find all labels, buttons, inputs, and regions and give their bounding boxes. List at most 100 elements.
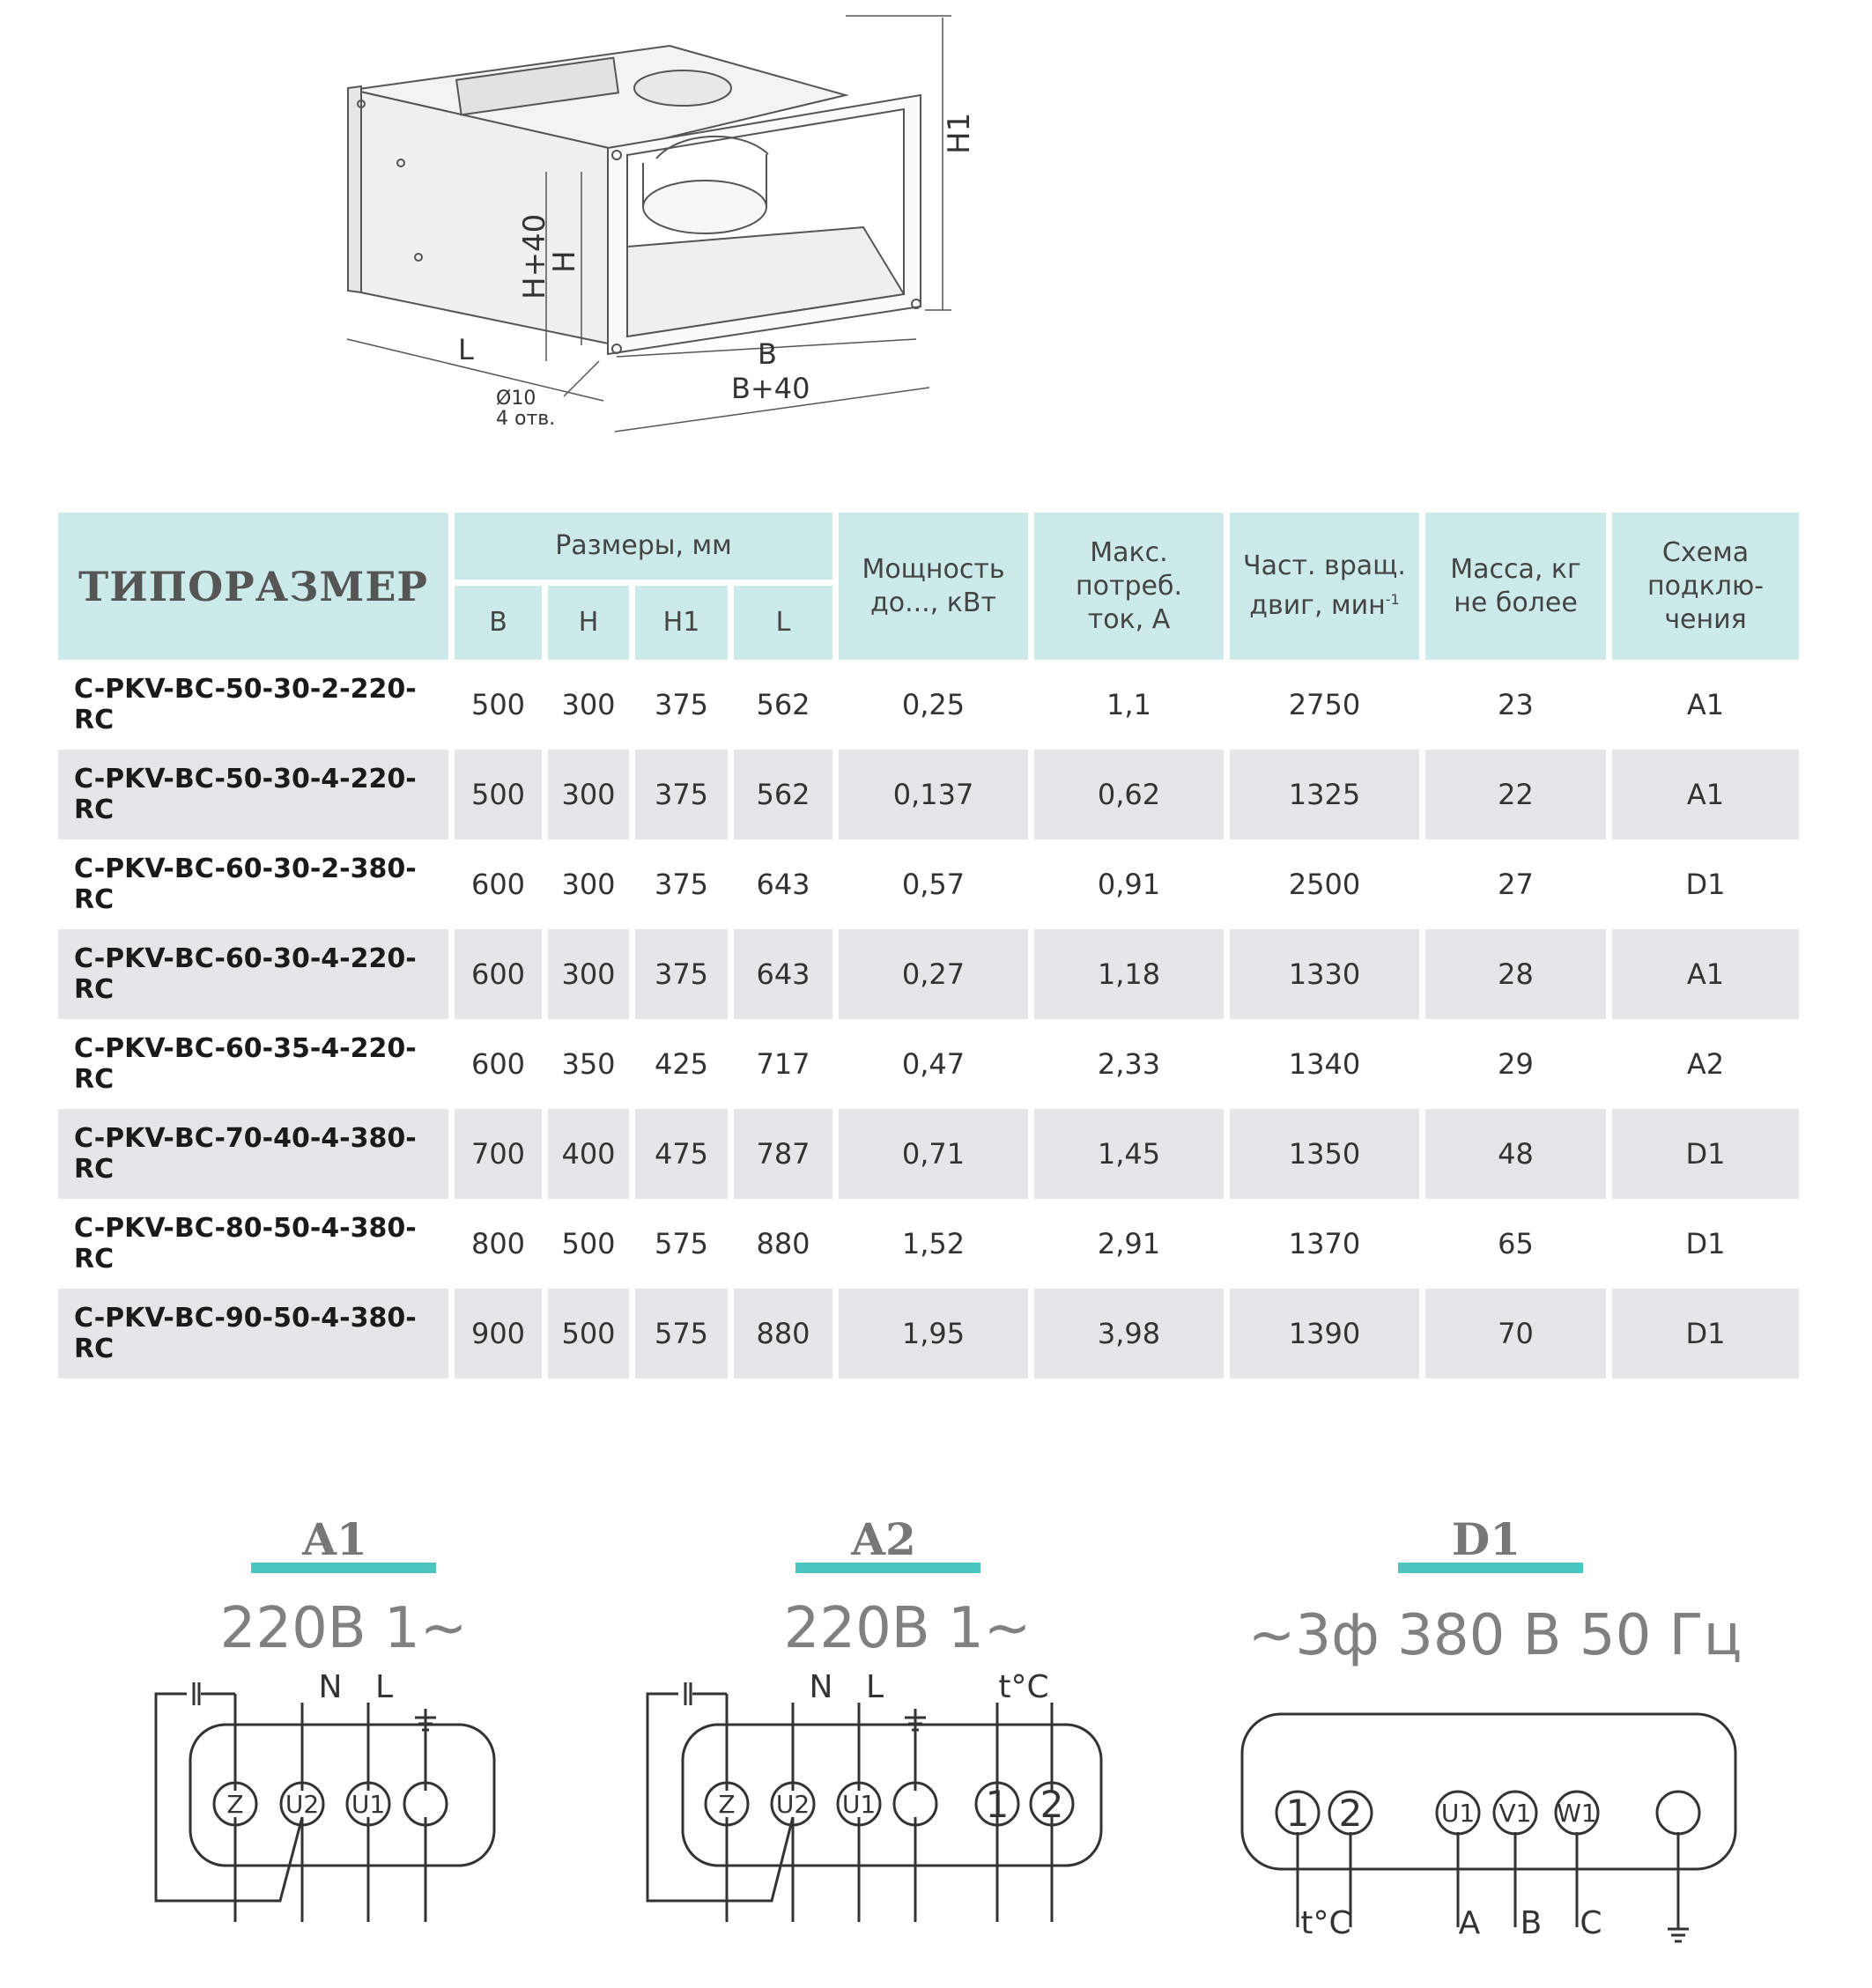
scheme-a1-terminal-z: Z <box>226 1790 243 1819</box>
scheme-a1-terminal-u2: U2 <box>285 1790 319 1819</box>
scheme-a2: A2 220В 1~ N L t°C Z U2 U1 1 2 <box>646 1513 1103 1922</box>
scheme-a1-terminal-box <box>189 1723 496 1867</box>
table-cell: 880 <box>734 1289 832 1378</box>
table-cell: 27 <box>1498 868 1534 901</box>
header-rpm: Част. вращ.двиг, мин-1 <box>1230 513 1419 660</box>
scheme-a1-voltage: 220В 1~ <box>220 1596 468 1661</box>
table-cell: 880 <box>756 1227 810 1260</box>
table-cell: 2,91 <box>1097 1227 1161 1260</box>
table-cell: 643 <box>734 929 832 1019</box>
scheme-d1-title: D1 <box>1452 1513 1521 1565</box>
fan-drawing: H1 H+40 H L B B+40 Ø10 4 отв. <box>346 15 969 432</box>
table-cell: 500 <box>561 1227 616 1260</box>
model-cell: C-PKV-BC-90-50-4-380-RC <box>58 1289 448 1378</box>
scheme-d1-terminal-box <box>1240 1712 1737 1871</box>
table-cell: 500 <box>470 688 526 721</box>
scheme-a2-terminal-z: Z <box>718 1790 735 1819</box>
table-cell: A2 <box>1686 1047 1725 1081</box>
scheme-d1-terminal-w1: W1 <box>1557 1799 1597 1828</box>
table-cell: 0,62 <box>1034 750 1224 839</box>
table-cell: 70 <box>1425 1289 1606 1378</box>
table-cell: 65 <box>1498 1227 1534 1260</box>
scheme-a2-voltage: 220В 1~ <box>784 1596 1032 1661</box>
table-cell: A1 <box>1612 929 1799 1019</box>
table-cell: 2500 <box>1288 868 1361 901</box>
table-cell: 0,47 <box>901 1047 966 1081</box>
dim-b-40: B+40 <box>731 372 810 405</box>
table-cell: 500 <box>548 1289 629 1378</box>
scheme-d1-terminal-v1: V1 <box>1499 1799 1532 1828</box>
model-cell: C-PKV-BC-50-30-2-220-RC <box>74 674 417 735</box>
table-cell: 1330 <box>1230 929 1419 1019</box>
dim-h: H <box>547 250 582 273</box>
scheme-d1-voltage: ~3ф 380 В 50 Гц <box>1248 1603 1743 1668</box>
scheme-a1-l-label: L <box>375 1669 393 1705</box>
table-cell: 0,57 <box>901 868 966 901</box>
scheme-d1-terminal-u1: U1 <box>1441 1799 1475 1828</box>
table-cell: 48 <box>1425 1109 1606 1199</box>
dim-l: L <box>458 333 474 366</box>
table-cell: A1 <box>1612 750 1799 839</box>
table-cell: 425 <box>654 1047 709 1081</box>
table-cell: 375 <box>635 750 728 839</box>
table-cell: 643 <box>756 868 810 901</box>
table-cell: 300 <box>561 868 616 901</box>
table-cell: 575 <box>654 1227 709 1260</box>
dim-holes: 4 отв. <box>496 408 555 430</box>
table-cell: 1340 <box>1288 1047 1361 1081</box>
table-cell: 1370 <box>1288 1227 1361 1260</box>
table-cell: 1,18 <box>1034 929 1224 1019</box>
table-cell: 562 <box>756 688 810 721</box>
model-cell: C-PKV-BC-60-35-4-220-RC <box>74 1033 417 1095</box>
header-b: B <box>455 580 542 660</box>
header-h: H <box>548 580 629 660</box>
table-cell: D1 <box>1612 1289 1799 1378</box>
table-cell: 0,25 <box>901 688 966 721</box>
table-cell: D1 <box>1685 1227 1726 1260</box>
scheme-a1-title: A1 <box>301 1513 367 1565</box>
wiring-schemes: A1 220В 1~ N L Z U2 U1 A2 220В 1~ N L t°… <box>154 1513 1743 1943</box>
table-cell: 0,27 <box>839 929 1028 1019</box>
dim-b: B <box>758 337 777 371</box>
table-cell: 23 <box>1498 688 1534 721</box>
table-cell: 2,33 <box>1097 1047 1161 1081</box>
scheme-d1-tc-label: t°C <box>1300 1905 1350 1941</box>
table-cell: 375 <box>635 929 728 1019</box>
header-l: L <box>734 580 832 660</box>
fan-impeller <box>642 180 767 234</box>
table-cell: 1,45 <box>1034 1109 1224 1199</box>
model-cell: C-PKV-BC-60-30-4-220-RC <box>58 929 448 1019</box>
table-cell: A1 <box>1686 688 1725 721</box>
table-cell: 0,137 <box>839 750 1028 839</box>
table-cell: 300 <box>548 750 629 839</box>
dim-hole: Ø10 <box>496 388 536 410</box>
scheme-d1-a-label: A <box>1459 1905 1481 1941</box>
fan-motor <box>633 70 732 107</box>
table-cell: 2750 <box>1288 688 1361 721</box>
table-cell: 900 <box>455 1289 542 1378</box>
scheme-a2-terminal-1: 1 <box>986 1783 1010 1826</box>
table-cell: 29 <box>1498 1047 1534 1081</box>
scheme-a2-n-label: N <box>810 1669 833 1705</box>
table-cell: 0,71 <box>839 1109 1028 1199</box>
model-cell: C-PKV-BC-50-30-4-220-RC <box>58 750 448 839</box>
scheme-a2-terminal-u2: U2 <box>776 1790 810 1819</box>
table-cell: 600 <box>455 929 542 1019</box>
table-cell: 1,95 <box>839 1289 1028 1378</box>
table-cell: 300 <box>561 688 616 721</box>
scheme-a1-accent-bar <box>251 1563 436 1573</box>
table-cell: 562 <box>734 750 832 839</box>
table-cell: 3,98 <box>1034 1289 1224 1378</box>
table-cell: 350 <box>561 1047 616 1081</box>
scheme-a2-terminal-box <box>681 1723 1103 1867</box>
table-cell: 375 <box>654 688 709 721</box>
scheme-a1: A1 220В 1~ N L Z U2 U1 <box>154 1513 496 1922</box>
